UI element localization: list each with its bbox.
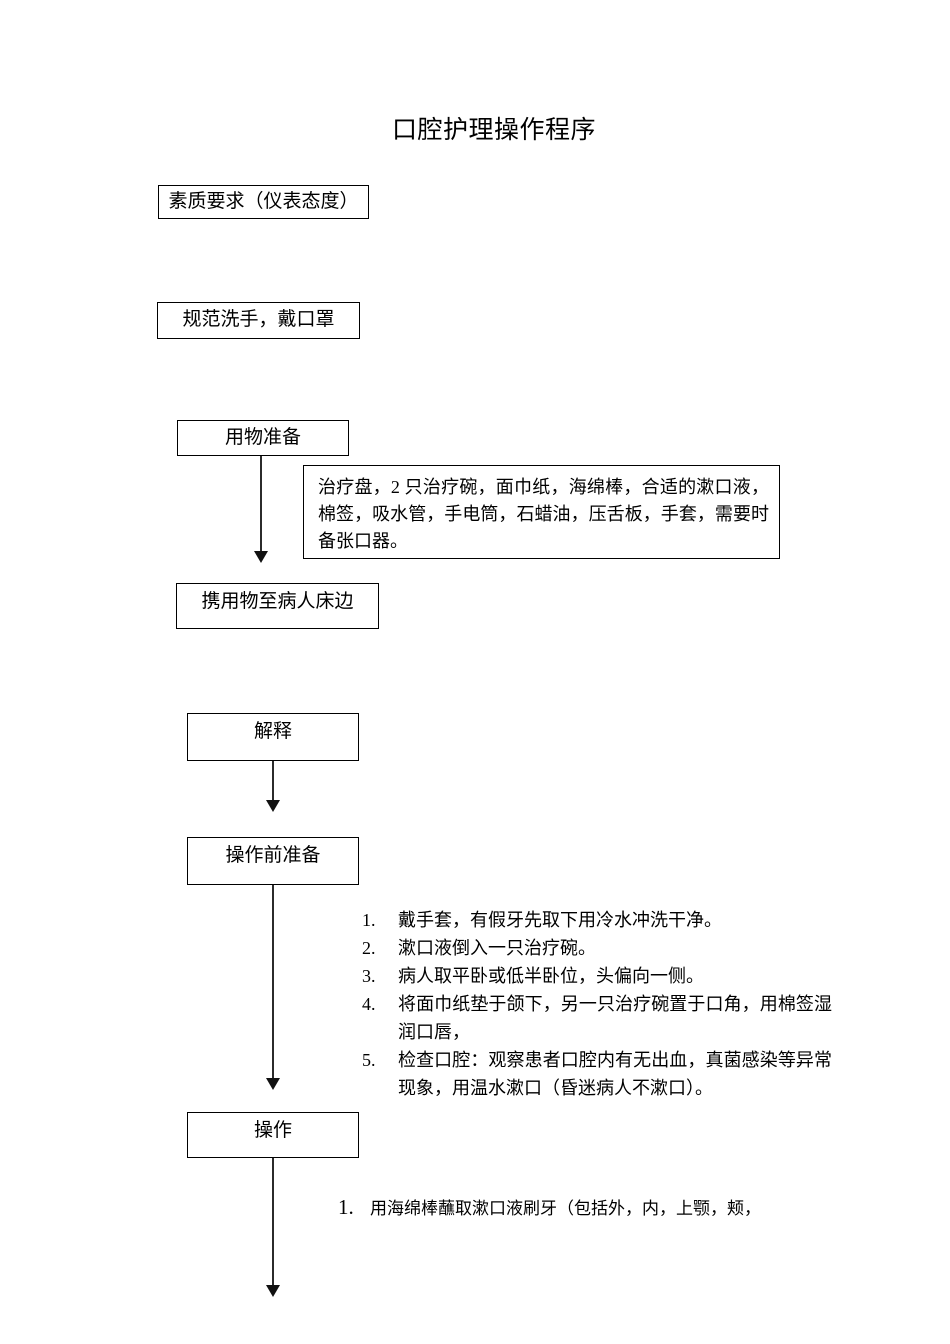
list-item-text: 用海绵棒蘸取漱口液刷牙（包括外，内，上颚，颊，: [370, 1199, 761, 1218]
list-item: 2. 漱口液倒入一只治疗碗。: [362, 934, 832, 962]
flow-box-bring-to-bedside: 携用物至病人床边: [176, 583, 379, 629]
list-item-marker: 3.: [362, 966, 376, 986]
list-item-marker: 4.: [362, 994, 376, 1014]
flow-box-quality-label: 素质要求（仪表态度）: [168, 191, 359, 212]
operate-steps-list: 1. 用海绵棒蘸取漱口液刷牙（包括外，内，上颚，颊，: [338, 1195, 828, 1222]
flow-box-explain-label: 解释: [253, 721, 292, 742]
flow-box-bring-to-bedside-label: 携用物至病人床边: [201, 591, 354, 612]
flow-box-wash-hands: 规范洗手，戴口罩: [157, 302, 360, 339]
arrow-explain-to-preop: [266, 761, 280, 812]
list-item-marker: 1.: [338, 1195, 354, 1219]
flow-box-operate: 操作: [187, 1112, 359, 1158]
list-item-text: 漱口液倒入一只治疗碗。: [398, 938, 596, 958]
flow-box-supplies-preparation: 用物准备: [177, 420, 349, 456]
arrow-preop-to-operate: [266, 885, 280, 1090]
flow-box-supplies-preparation-label: 用物准备: [224, 427, 301, 448]
preop-steps-list: 1. 戴手套，有假牙先取下用冷水冲洗干净。 2. 漱口液倒入一只治疗碗。 3. …: [362, 906, 832, 1102]
list-item: 5. 检查口腔：观察患者口腔内有无出血，真菌感染等异常现象，用温水漱口（昏迷病人…: [362, 1046, 832, 1102]
arrow-supplies-to-bedside: [254, 456, 268, 563]
list-item: 3. 病人取平卧或低半卧位，头偏向一侧。: [362, 962, 832, 990]
list-item: 1. 戴手套，有假牙先取下用冷水冲洗干净。: [362, 906, 832, 934]
list-item-marker: 1.: [362, 910, 376, 930]
arrow-operate-continue: [266, 1158, 280, 1297]
flow-box-wash-hands-label: 规范洗手，戴口罩: [182, 309, 335, 330]
note-box-supplies-detail: 治疗盘，2 只治疗碗，面巾纸，海绵棒，合适的漱口液，棉签，吸水管，手电筒，石蜡油…: [303, 465, 780, 559]
list-item: 4. 将面巾纸垫于颌下，另一只治疗碗置于口角，用棉签湿润口唇，: [362, 990, 832, 1046]
list-item-text: 戴手套，有假牙先取下用冷水冲洗干净。: [398, 910, 722, 930]
list-item: 1. 用海绵棒蘸取漱口液刷牙（包括外，内，上颚，颊，: [338, 1195, 828, 1222]
flow-box-preoperation-preparation: 操作前准备: [187, 837, 359, 885]
page-title: 口腔护理操作程序: [392, 117, 597, 144]
list-item-text: 将面巾纸垫于颌下，另一只治疗碗置于口角，用棉签湿润口唇，: [398, 994, 832, 1042]
flow-box-explain: 解释: [187, 713, 359, 761]
list-item-text: 病人取平卧或低半卧位，头偏向一侧。: [398, 966, 704, 986]
list-item-marker: 5.: [362, 1050, 376, 1070]
list-item-marker: 2.: [362, 938, 376, 958]
flow-box-quality: 素质要求（仪表态度）: [158, 185, 369, 219]
flow-box-preoperation-preparation-label: 操作前准备: [225, 845, 321, 866]
list-item-text: 检查口腔：观察患者口腔内有无出血，真菌感染等异常现象，用温水漱口（昏迷病人不漱口…: [398, 1050, 832, 1098]
flow-box-operate-label: 操作: [253, 1120, 292, 1141]
